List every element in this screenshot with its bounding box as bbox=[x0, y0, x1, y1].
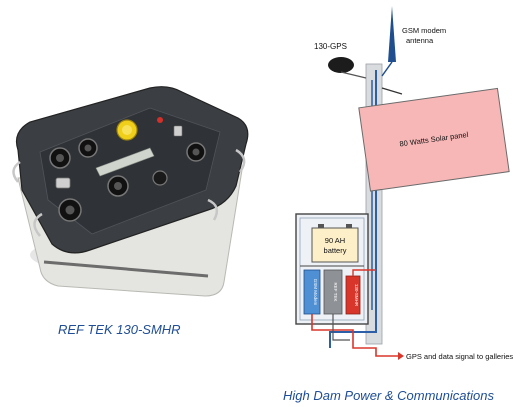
equipment-enclosure: 90 AH battery GSM Modem REF TEK 130-SMHR bbox=[296, 214, 368, 324]
antenna-label-line1: GSM modem bbox=[402, 26, 446, 35]
arrow-icon bbox=[398, 352, 404, 360]
antenna-icon bbox=[388, 6, 396, 62]
usb-port-icon bbox=[56, 178, 70, 188]
status-led-icon bbox=[157, 117, 163, 123]
ref-tek-module bbox=[324, 270, 342, 314]
signal-label: GPS and data signal to galleries bbox=[406, 352, 513, 361]
module-label-gsm: GSM Modem bbox=[313, 279, 318, 306]
antenna-label-line2: antenna bbox=[406, 36, 434, 45]
module-label-reftek: REF TEK bbox=[333, 283, 338, 302]
diagram-caption: High Dam Power & Communications bbox=[283, 388, 494, 403]
device-photo bbox=[13, 87, 247, 296]
station-diagram: 80 Watts Solar panel 90 AH battery GSM M… bbox=[296, 6, 513, 361]
battery-label-line2: battery bbox=[324, 246, 347, 255]
connector-icon bbox=[153, 171, 167, 185]
battery-label-line1: 90 AH bbox=[325, 236, 345, 245]
module-label-smhr: 130-SMHR bbox=[354, 284, 359, 307]
photo-caption: REF TEK 130-SMHR bbox=[58, 322, 181, 337]
gps-antenna-icon bbox=[328, 57, 354, 73]
battery-icon bbox=[312, 228, 358, 262]
gps-label: 130-GPS bbox=[314, 42, 347, 51]
